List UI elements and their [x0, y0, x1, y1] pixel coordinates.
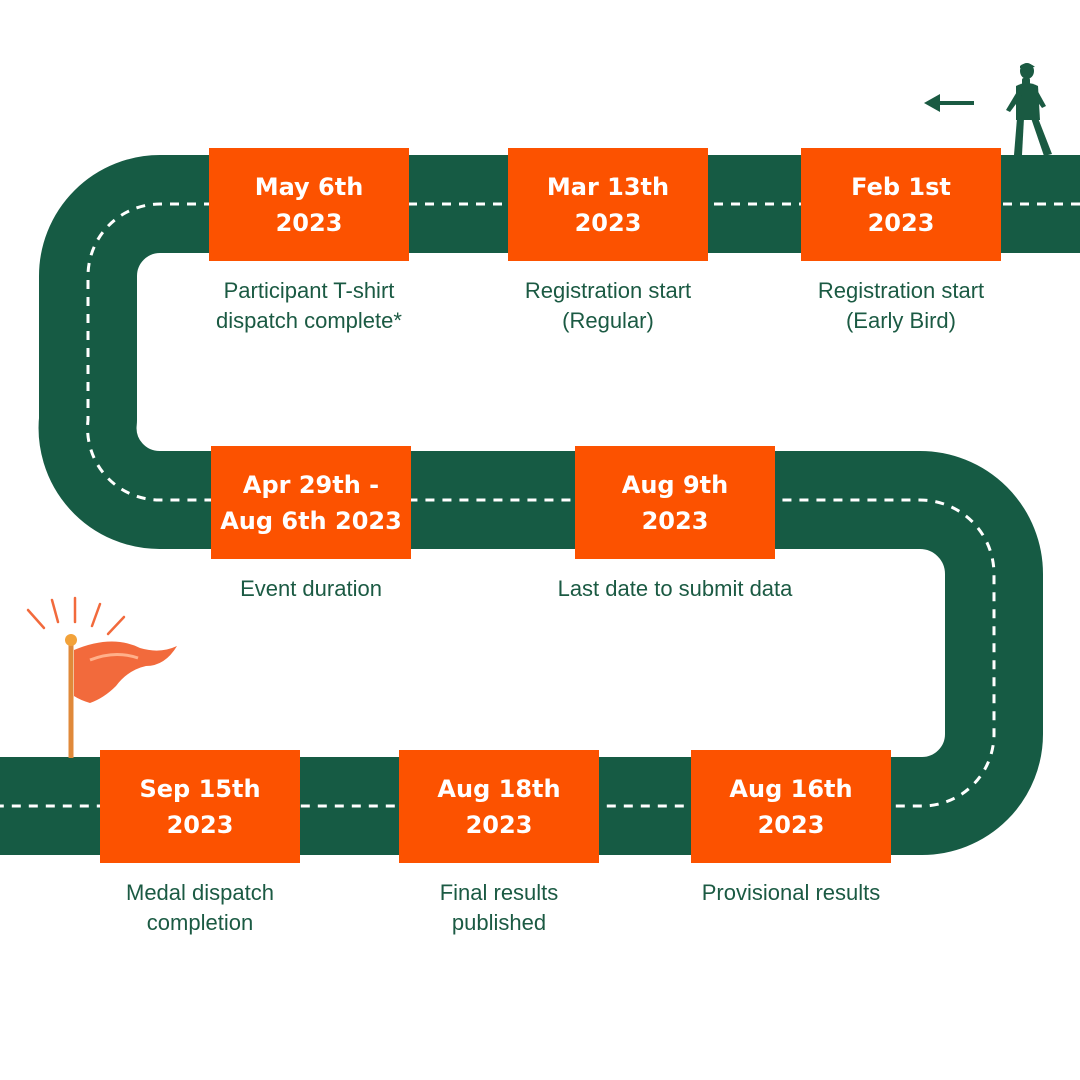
date-line-1: Apr 29th - — [242, 470, 380, 499]
date-line-2: 2023 — [757, 810, 825, 839]
caption-line-2: published — [451, 910, 547, 935]
caption-line-1: Registration start — [524, 278, 692, 303]
caption-line-1: Last date to submit data — [557, 576, 793, 601]
caption-line-1: Registration start — [817, 278, 985, 303]
milestone-caption: Participant T-shirt dispatch complete* — [149, 276, 469, 336]
caption-line-1: Medal dispatch — [126, 880, 274, 905]
date-box: Sep 15th 2023 — [100, 750, 300, 863]
milestone-caption: Provisional results — [631, 878, 951, 908]
caption-line-1: Participant T-shirt — [223, 278, 395, 303]
date-line-2: 2023 — [465, 810, 533, 839]
date-line-1: Aug 16th — [729, 774, 853, 803]
date-line-1: Aug 9th — [621, 470, 729, 499]
date-line-1: May 6th — [254, 172, 364, 201]
date-line-2: 2023 — [275, 208, 343, 237]
milestone-caption: Registration start (Early Bird) — [741, 276, 1061, 336]
date-line-2: 2023 — [867, 208, 935, 237]
date-box: Aug 18th 2023 — [399, 750, 599, 863]
caption-line-2: (Early Bird) — [845, 308, 956, 333]
date-box: May 6th 2023 — [209, 148, 409, 261]
milestone-caption: Final results published — [339, 878, 659, 938]
milestone-caption: Registration start (Regular) — [448, 276, 768, 336]
road-lane-markings — [0, 202, 1080, 808]
date-line-2: 2023 — [574, 208, 642, 237]
milestone-caption: Event duration — [151, 574, 471, 604]
date-line-2: 2023 — [166, 810, 234, 839]
date-box: Mar 13th 2023 — [508, 148, 708, 261]
date-box: Apr 29th - Aug 6th 2023 — [211, 446, 411, 559]
date-line-1: Mar 13th — [546, 172, 670, 201]
date-line-1: Feb 1st — [851, 172, 951, 201]
arrow-left-icon — [924, 94, 974, 112]
finish-flag-icon — [26, 596, 177, 758]
caption-line-1: Final results — [439, 880, 559, 905]
milestone-caption: Medal dispatch completion — [40, 878, 360, 938]
date-box: Aug 16th 2023 — [691, 750, 891, 863]
caption-line-2: dispatch complete* — [216, 308, 402, 333]
date-line-1: Aug 18th — [437, 774, 561, 803]
caption-line-1: Event duration — [240, 576, 382, 601]
caption-line-2: (Regular) — [562, 308, 654, 333]
caption-line-1: Provisional results — [701, 880, 881, 905]
date-line-2: 2023 — [641, 506, 709, 535]
date-line-1: Sep 15th — [139, 774, 261, 803]
date-box: Feb 1st 2023 — [801, 148, 1001, 261]
caption-line-2: completion — [146, 910, 254, 935]
walking-person-icon — [1006, 63, 1052, 156]
milestone-caption: Last date to submit data — [515, 574, 835, 604]
date-box: Aug 9th 2023 — [575, 446, 775, 559]
date-line-2: Aug 6th 2023 — [220, 506, 402, 535]
